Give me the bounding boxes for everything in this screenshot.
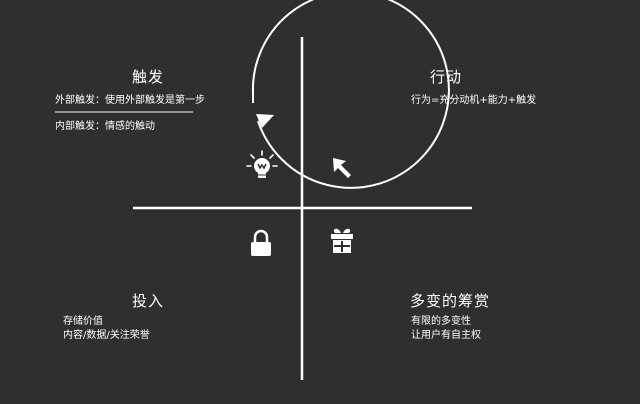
reward-title: 多变的筹赏	[410, 292, 491, 310]
action-line-formula: 行为=充分动机+能力+触发	[411, 95, 537, 106]
trigger-line-external: 外部触发：使用外部触发是第一步	[55, 95, 205, 106]
cursor-arrow-icon	[333, 158, 351, 178]
investment-line-1: 存储价值	[63, 316, 103, 327]
investment-title: 投入	[132, 292, 165, 310]
investment-line-2: 内容/数据/关注荣誉	[63, 330, 150, 341]
action-title: 行动	[430, 68, 463, 86]
lightbulb-icon	[246, 150, 278, 178]
trigger-title: 触发	[132, 68, 165, 86]
reward-line-2: 让用户有自主权	[411, 330, 481, 341]
gift-icon	[331, 228, 353, 253]
reward-line-1: 有限的多变性	[411, 316, 471, 327]
lock-icon	[251, 229, 271, 256]
cycle-arrowhead	[256, 114, 274, 128]
cycle-circle	[251, 0, 450, 189]
trigger-line-internal: 内部触发：情感的触动	[55, 121, 155, 132]
